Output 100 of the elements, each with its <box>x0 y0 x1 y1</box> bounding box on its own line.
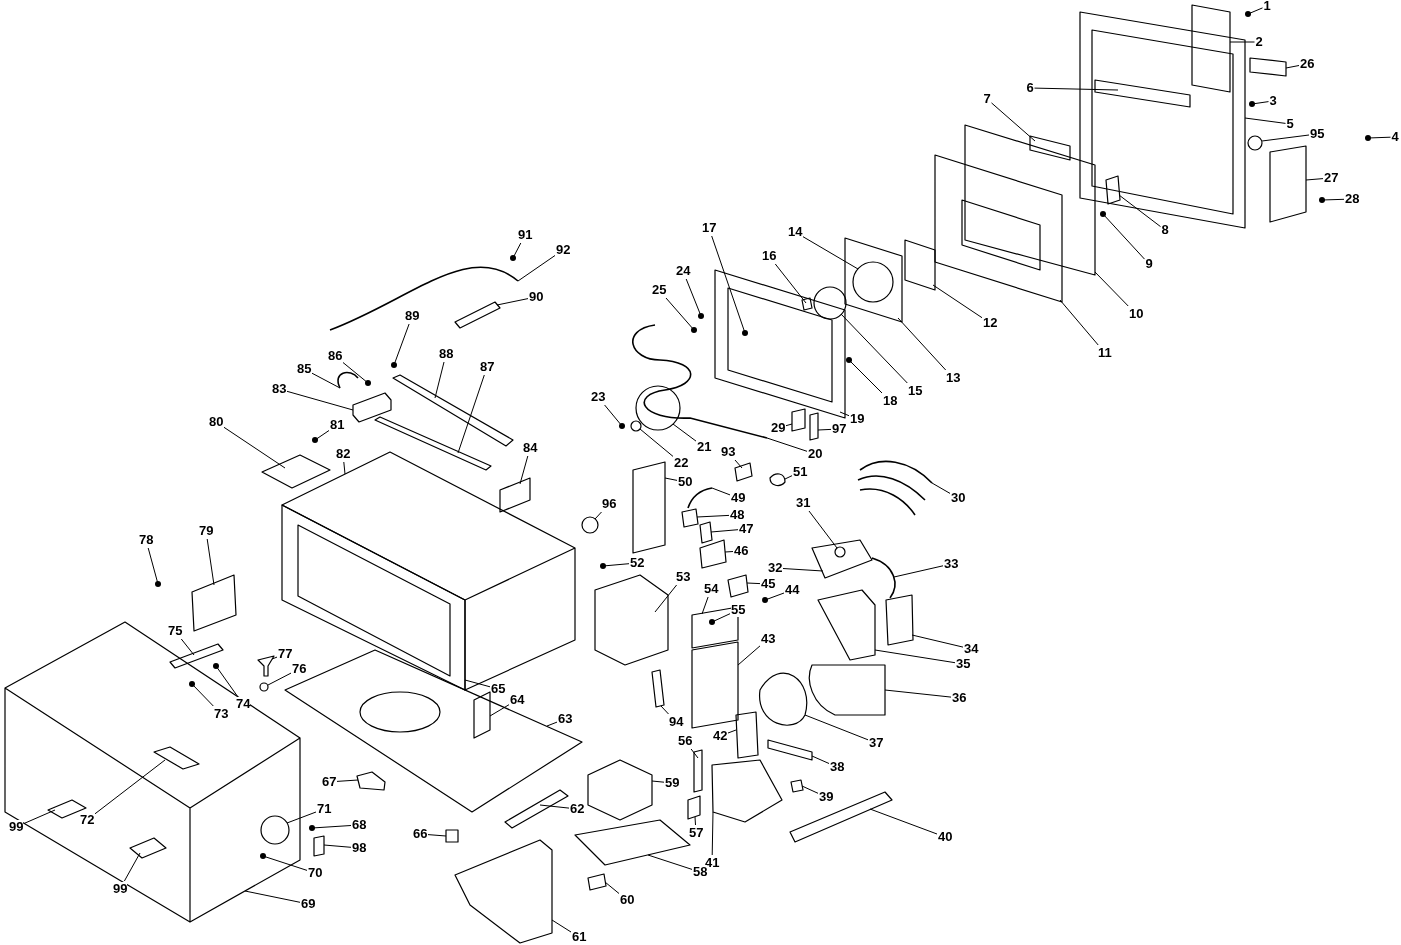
callout-number: 59 <box>665 776 680 790</box>
clip <box>313 835 325 857</box>
screw <box>391 362 397 368</box>
callout-number: 95 <box>1310 127 1325 141</box>
leader-line <box>594 511 602 520</box>
callout-number: 28 <box>1345 192 1360 206</box>
leader-line <box>206 538 215 586</box>
callout-number: 24 <box>676 264 691 278</box>
leader-line <box>1261 134 1310 142</box>
leader-line <box>804 714 869 741</box>
callout-number: 48 <box>730 508 745 522</box>
magnetron <box>594 574 669 666</box>
grommet <box>1247 135 1263 151</box>
leader-line <box>665 297 695 331</box>
callout-number: 21 <box>697 440 712 454</box>
callout-number: 50 <box>678 475 693 489</box>
leader-line <box>311 372 341 389</box>
leader-line <box>427 834 447 837</box>
strip <box>693 749 703 793</box>
leader-line <box>551 919 572 933</box>
screw <box>510 255 516 261</box>
callout-number: 39 <box>819 790 834 804</box>
callout-number: 45 <box>761 577 776 591</box>
screw <box>365 380 371 386</box>
callout-number: 98 <box>352 841 367 855</box>
callout-number: 84 <box>523 441 538 455</box>
leader-line <box>94 759 166 815</box>
fan-duct <box>808 664 886 716</box>
callout-number: 12 <box>983 316 998 330</box>
callout-number: 55 <box>731 603 746 617</box>
callout-number: 85 <box>297 362 312 376</box>
leader-line <box>180 638 195 656</box>
leader-line <box>1229 41 1255 43</box>
leader-line <box>286 811 317 824</box>
clamp <box>769 473 786 487</box>
switch <box>699 539 727 569</box>
duct <box>711 759 783 823</box>
leader-line <box>267 672 292 686</box>
screw <box>155 581 161 587</box>
callout-number: 60 <box>620 893 635 907</box>
cable <box>687 487 713 509</box>
callout-number: 46 <box>734 544 749 558</box>
leader-line <box>464 679 491 688</box>
leader-line <box>764 592 785 601</box>
leader-line <box>651 780 665 783</box>
leader-line <box>811 755 830 764</box>
wire-harness <box>857 460 933 516</box>
leader-line <box>710 529 739 533</box>
plate <box>191 574 237 632</box>
callout-number: 37 <box>869 736 884 750</box>
leader-line <box>517 255 556 282</box>
callout-number: 7 <box>983 92 991 106</box>
screw <box>309 825 315 831</box>
label-sheet <box>1249 57 1287 77</box>
callout-number: 44 <box>785 583 800 597</box>
leader-line <box>1367 136 1391 139</box>
wires <box>651 669 665 708</box>
leader-line <box>1305 178 1324 181</box>
terminal-block <box>791 408 806 432</box>
callout-number: 40 <box>938 830 953 844</box>
callout-number: 88 <box>439 347 454 361</box>
leader-line <box>147 547 159 585</box>
callout-number: 42 <box>713 729 728 743</box>
strip <box>1029 135 1071 161</box>
leader-line <box>869 808 938 835</box>
leader-line <box>932 284 983 319</box>
callout-number: 18 <box>883 394 898 408</box>
leader-line <box>457 374 485 454</box>
leader-line <box>696 514 730 518</box>
screw <box>698 313 704 319</box>
leader-line <box>817 428 832 431</box>
callout-number: 27 <box>1324 171 1339 185</box>
leader-line <box>262 855 308 871</box>
callout-number: 92 <box>556 243 571 257</box>
leader-line <box>694 816 696 826</box>
block <box>587 873 607 891</box>
terminal-strip <box>809 412 819 441</box>
leader-line <box>654 584 678 613</box>
screw <box>1365 135 1371 141</box>
bracket <box>885 594 914 646</box>
screw <box>742 330 748 336</box>
callout-number: 54 <box>704 582 719 596</box>
leader-line <box>660 705 669 715</box>
spacer <box>790 779 804 793</box>
screw <box>312 437 318 443</box>
foot <box>445 829 459 843</box>
callout-number: 13 <box>946 371 961 385</box>
callout-number: 57 <box>689 826 704 840</box>
bracket <box>817 589 876 661</box>
leader-line <box>911 634 964 648</box>
leader-line <box>840 313 908 384</box>
callout-number: 1 <box>1263 0 1271 13</box>
leader-line <box>991 102 1036 142</box>
leader-line <box>323 844 352 848</box>
callout-number: 49 <box>731 491 746 505</box>
leader-line <box>893 565 944 578</box>
leader-line <box>539 804 570 809</box>
leader-line <box>271 656 278 660</box>
callout-number: 51 <box>793 465 808 479</box>
callout-number: 38 <box>830 760 845 774</box>
